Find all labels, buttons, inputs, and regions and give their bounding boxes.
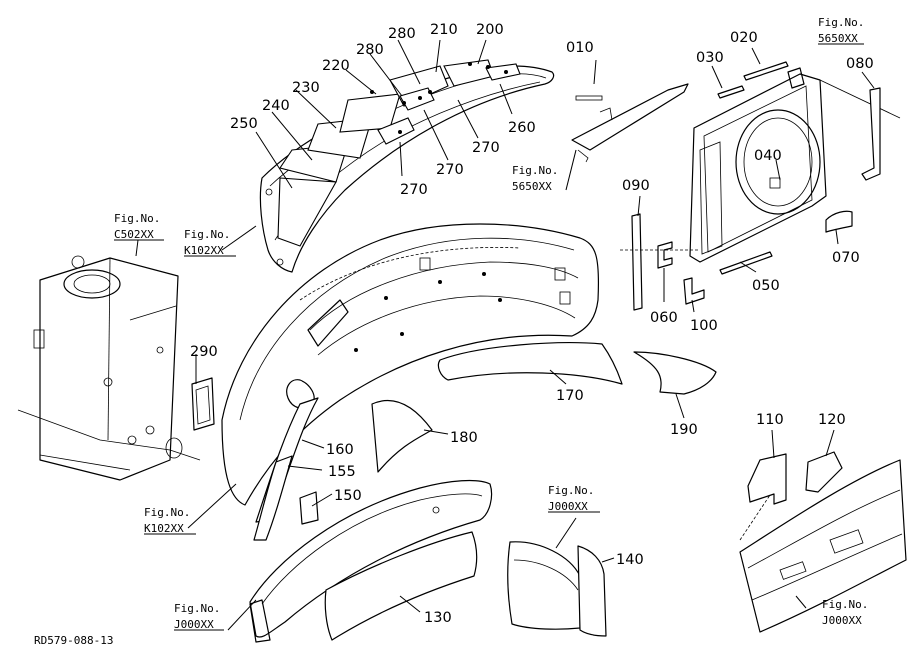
callout-numbers: 010 020 030 040 050 060 070 080 090 100 … [190, 22, 874, 626]
callout-270-a: 270 [472, 140, 500, 156]
callout-200: 200 [476, 22, 504, 38]
svg-text:Fig.No.: Fig.No. [822, 598, 868, 611]
svg-text:J000XX: J000XX [548, 500, 588, 513]
svg-text:Fig.No.: Fig.No. [818, 16, 864, 29]
callout-280-b: 280 [356, 42, 384, 58]
pad-270 [377, 117, 415, 145]
callout-210: 210 [430, 22, 458, 38]
callout-060: 060 [650, 310, 678, 326]
callout-030: 030 [696, 50, 724, 66]
callout-250: 250 [230, 116, 258, 132]
svg-text:J000XX: J000XX [822, 614, 862, 627]
ref-j000-left: Fig.No. J000XX [174, 602, 224, 631]
pad-250 [277, 177, 337, 247]
svg-text:Fig.No.: Fig.No. [114, 212, 160, 225]
part-090 [631, 213, 643, 311]
callout-090: 090 [622, 178, 650, 194]
part-020 [743, 61, 789, 81]
callout-100: 100 [690, 318, 718, 334]
callout-050: 050 [752, 278, 780, 294]
figure-references: Fig.No. 5650XX Fig.No. 5650XX Fig.No. C5… [114, 16, 868, 631]
pad-280 [399, 87, 435, 111]
ref-5650-top: Fig.No. 5650XX [818, 16, 864, 45]
right-frame [739, 459, 907, 633]
lower-bonnet [249, 479, 493, 638]
callout-290: 290 [190, 344, 218, 360]
ref-5650-mid: Fig.No. 5650XX [512, 164, 558, 193]
svg-text:K102XX: K102XX [184, 244, 224, 257]
part-180 [371, 399, 433, 473]
svg-text:C502XX: C502XX [114, 228, 154, 241]
lower-left-strip [249, 599, 271, 643]
callout-080: 080 [846, 56, 874, 72]
part-140 [577, 545, 607, 637]
callout-220: 220 [322, 58, 350, 74]
part-110 [747, 453, 787, 505]
part-030 [717, 85, 745, 99]
part-100 [683, 277, 705, 305]
callout-260: 260 [508, 120, 536, 136]
stay-010 [571, 83, 689, 163]
svg-text:Fig.No.: Fig.No. [174, 602, 220, 615]
part-190 [633, 351, 717, 395]
ref-k102-bottom: Fig.No. K102XX [144, 506, 196, 535]
ref-j000-center: Fig.No. J000XX [548, 484, 600, 513]
svg-text:Fig.No.: Fig.No. [144, 506, 190, 519]
part-070 [825, 210, 853, 233]
callout-180: 180 [450, 430, 478, 446]
callout-110: 110 [756, 412, 784, 428]
part-155 [253, 455, 293, 541]
part-170 [437, 342, 623, 385]
front-grill [507, 541, 581, 630]
part-050 [719, 251, 773, 275]
callout-020: 020 [730, 30, 758, 46]
callout-270-c: 270 [400, 182, 428, 198]
callout-280-a: 280 [388, 26, 416, 42]
svg-text:5650XX: 5650XX [818, 32, 858, 45]
ref-j000-right: Fig.No. J000XX [822, 598, 868, 627]
leader-lines [187, 39, 875, 631]
diagram-code: RD579-088-13 [34, 634, 113, 647]
svg-text:J000XX: J000XX [174, 618, 214, 631]
svg-text:K102XX: K102XX [144, 522, 184, 535]
insulation-pads [277, 59, 521, 247]
callout-270-b: 270 [436, 162, 464, 178]
callout-140: 140 [616, 552, 644, 568]
callout-150: 150 [334, 488, 362, 504]
part-080 [861, 87, 881, 181]
callout-155: 155 [328, 464, 356, 480]
svg-text:Fig.No.: Fig.No. [548, 484, 594, 497]
fan-shroud [689, 67, 901, 263]
ref-c502: Fig.No. C502XX [114, 212, 164, 257]
callout-190: 190 [670, 422, 698, 438]
part-150 [299, 491, 319, 525]
callout-240: 240 [262, 98, 290, 114]
callout-160: 160 [326, 442, 354, 458]
part-060 [657, 241, 673, 269]
callout-040: 040 [754, 148, 782, 164]
callout-230: 230 [292, 80, 320, 96]
pad-260 [485, 63, 521, 81]
callout-120: 120 [818, 412, 846, 428]
part-120 [805, 451, 843, 493]
callout-010: 010 [566, 40, 594, 56]
callout-170: 170 [556, 388, 584, 404]
part-130 [324, 531, 478, 641]
callout-130: 130 [424, 610, 452, 626]
left-frame-box [17, 255, 201, 481]
svg-text:5650XX: 5650XX [512, 180, 552, 193]
callout-070: 070 [832, 250, 860, 266]
svg-text:Fig.No.: Fig.No. [512, 164, 558, 177]
ref-k102-top: Fig.No. K102XX [184, 228, 236, 257]
svg-text:Fig.No.: Fig.No. [184, 228, 230, 241]
